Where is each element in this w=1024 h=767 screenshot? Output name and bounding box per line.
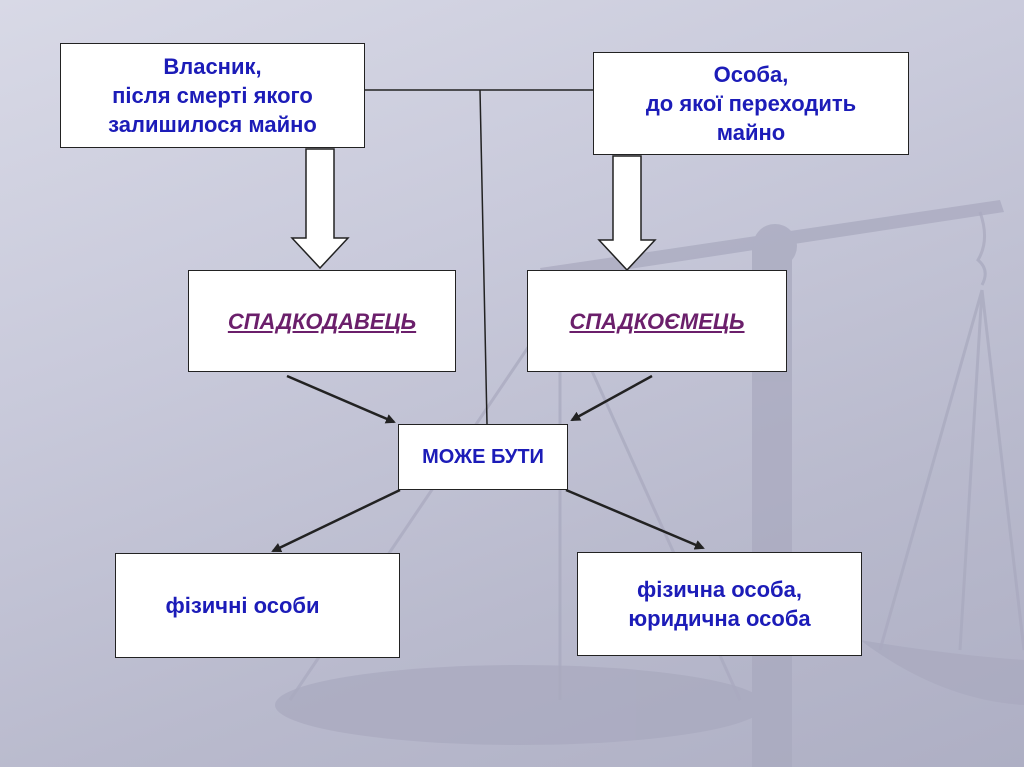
arrow-heir-can-be <box>570 374 653 422</box>
node-individuals-label: фізичні особи <box>165 593 320 618</box>
block-arrow-owner-testator <box>290 148 350 270</box>
node-heir: СПАДКОЄМЕЦЬ <box>527 270 787 372</box>
node-individual-legal: фізична особа, юридична особа <box>577 552 862 656</box>
node-owner: Власник, після смерті якого залишилося м… <box>60 43 365 148</box>
node-testator: СПАДКОДАВЕЦЬ <box>188 270 456 372</box>
node-individuals: фізичні особи <box>115 553 400 658</box>
arrow-testator-can-be <box>286 374 396 424</box>
node-can-be: МОЖЕ БУТИ <box>398 424 568 490</box>
node-owner-label: Власник, після смерті якого залишилося м… <box>108 54 317 137</box>
connector-center-vertical <box>479 89 488 425</box>
node-testator-label: СПАДКОДАВЕЦЬ <box>227 308 417 334</box>
node-can-be-label: МОЖЕ БУТИ <box>422 445 544 468</box>
node-person: Особа, до якої переходить майно <box>593 52 909 155</box>
arrow-can-be-individual-legal <box>565 488 705 550</box>
node-person-label: Особа, до якої переходить майно <box>645 62 857 145</box>
block-arrow-person-heir <box>597 155 657 272</box>
node-heir-label: СПАДКОЄМЕЦЬ <box>569 308 745 334</box>
node-individual-legal-label: фізична особа, юридична особа <box>628 577 811 631</box>
arrow-can-be-individuals <box>271 488 401 553</box>
